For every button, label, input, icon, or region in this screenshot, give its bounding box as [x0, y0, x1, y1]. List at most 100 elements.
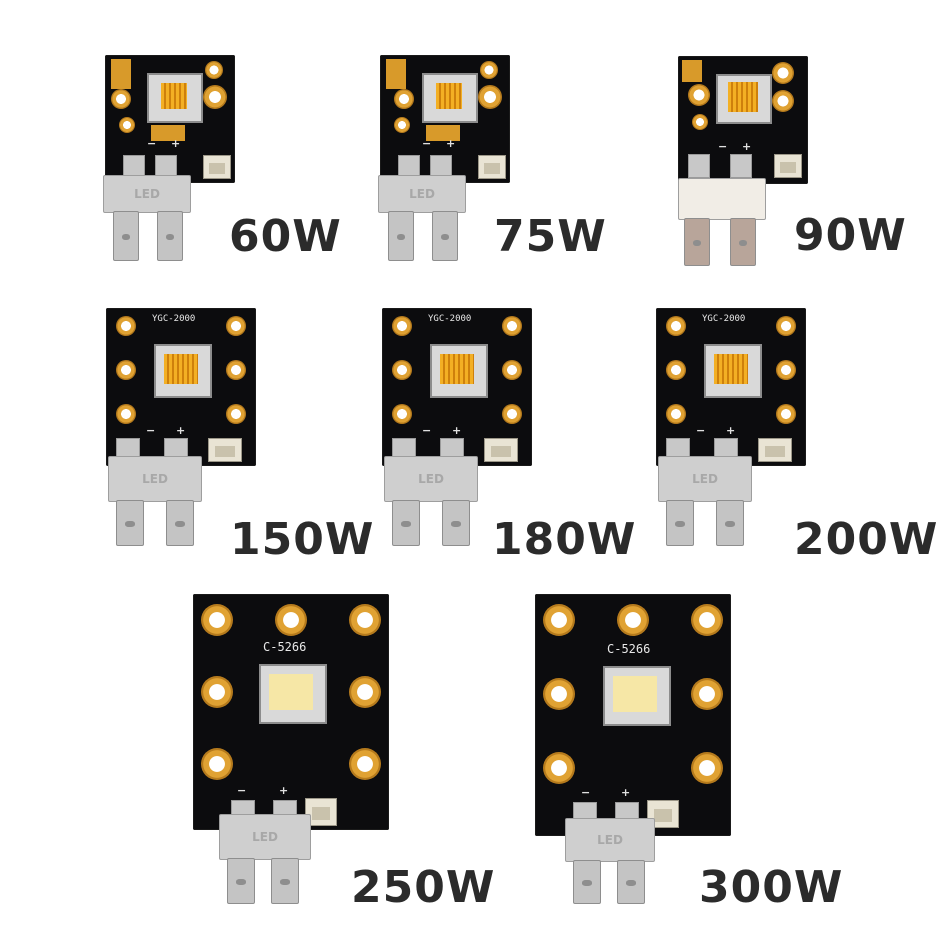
terminal-prong: [227, 858, 255, 904]
terminal-prong: [116, 500, 144, 546]
mounting-hole: [666, 360, 686, 380]
led-chip: [164, 354, 198, 384]
led-chip: [436, 83, 462, 109]
wire-connector: [208, 438, 242, 462]
silkscreen-label: C-5266: [607, 642, 651, 656]
housing-label: LED: [692, 472, 718, 486]
plus-marking: +: [452, 424, 462, 437]
wire-connector: [484, 438, 518, 462]
housing-label: LED: [409, 187, 435, 201]
minus-marking: −: [696, 424, 706, 437]
terminal-housing: LED: [565, 818, 655, 862]
wire-connector: [478, 155, 506, 179]
housing-label: LED: [134, 187, 160, 201]
mounting-hole: [394, 117, 410, 133]
plus-marking: +: [446, 137, 456, 150]
mounting-hole: [502, 316, 522, 336]
mounting-hole: [116, 316, 136, 336]
terminal-prong: [113, 211, 139, 261]
led-chip: [613, 676, 657, 712]
mounting-hole: [666, 316, 686, 336]
terminal-prong: [271, 858, 299, 904]
mounting-hole: [480, 61, 498, 79]
mounting-hole: [226, 360, 246, 380]
wattage-label: 180W: [492, 514, 637, 565]
terminal-prong: [442, 500, 470, 546]
mounting-hole: [502, 360, 522, 380]
mounting-hole: [116, 360, 136, 380]
terminal-housing: LED: [103, 175, 191, 213]
led-chip: [728, 82, 758, 112]
mounting-hole: [203, 85, 227, 109]
mounting-hole: [275, 604, 307, 636]
mounting-hole: [349, 748, 381, 780]
led-module-250w: C-5266 − + LED 250W: [193, 594, 494, 910]
mounting-hole: [772, 90, 794, 112]
mounting-hole: [691, 678, 723, 710]
wattage-label: 300W: [699, 862, 844, 913]
mounting-hole: [111, 89, 131, 109]
mounting-hole: [116, 404, 136, 424]
housing-label: LED: [418, 472, 444, 486]
wire-connector: [758, 438, 792, 462]
mounting-hole: [543, 678, 575, 710]
wattage-label: 150W: [230, 514, 375, 565]
terminal-prong: [730, 218, 756, 266]
mounting-hole: [119, 117, 135, 133]
minus-marking: −: [147, 137, 157, 150]
led-module-300w: C-5266 − + LED 300W: [535, 594, 842, 910]
minus-marking: −: [718, 140, 728, 153]
led-module-180w: YGC-2000 − + LED 180W: [382, 308, 642, 565]
mounting-hole: [226, 404, 246, 424]
mounting-hole: [226, 316, 246, 336]
terminal-housing: [678, 178, 766, 220]
mounting-hole: [478, 85, 502, 109]
mounting-hole: [543, 752, 575, 784]
mounting-hole: [392, 316, 412, 336]
wattage-label: 60W: [229, 211, 342, 262]
led-chip: [269, 674, 313, 710]
minus-marking: −: [581, 786, 591, 799]
mounting-hole: [394, 89, 414, 109]
terminal-prong: [617, 860, 645, 904]
gold-pad: [111, 59, 131, 89]
silkscreen-label: YGC-2000: [702, 314, 746, 324]
wire-connector: [203, 155, 231, 179]
mounting-hole: [691, 604, 723, 636]
wire-connector: [774, 154, 802, 178]
housing-label: LED: [252, 830, 278, 844]
mounting-hole: [392, 360, 412, 380]
mounting-hole: [392, 404, 412, 424]
mounting-hole: [617, 604, 649, 636]
wattage-label: 75W: [494, 211, 607, 262]
wire-connector: [305, 798, 337, 826]
mounting-hole: [692, 114, 708, 130]
terminal-prong: [716, 500, 744, 546]
plus-marking: +: [279, 784, 289, 797]
solder-tab: [730, 154, 752, 178]
led-module-150w: YGC-2000 − + LED 150W: [106, 308, 373, 562]
terminal-housing: LED: [108, 456, 202, 502]
terminal-housing: LED: [658, 456, 752, 502]
led-chip: [161, 83, 187, 109]
mounting-hole: [666, 404, 686, 424]
gold-pad: [426, 125, 460, 141]
plus-marking: +: [171, 137, 181, 150]
mounting-hole: [543, 604, 575, 636]
minus-marking: −: [422, 137, 432, 150]
mounting-hole: [349, 604, 381, 636]
terminal-prong: [432, 211, 458, 261]
mounting-hole: [772, 62, 794, 84]
gold-pad: [682, 60, 702, 82]
wattage-label: 200W: [794, 514, 939, 565]
led-module-200w: YGC-2000 − + LED 200W: [656, 308, 937, 562]
silkscreen-label: C-5266: [263, 640, 307, 654]
mounting-hole: [201, 604, 233, 636]
plus-marking: +: [742, 140, 752, 153]
terminal-housing: LED: [384, 456, 478, 502]
mounting-hole: [776, 360, 796, 380]
terminal-prong: [684, 218, 710, 266]
minus-marking: −: [237, 784, 247, 797]
terminal-housing: LED: [378, 175, 466, 213]
terminal-prong: [392, 500, 420, 546]
